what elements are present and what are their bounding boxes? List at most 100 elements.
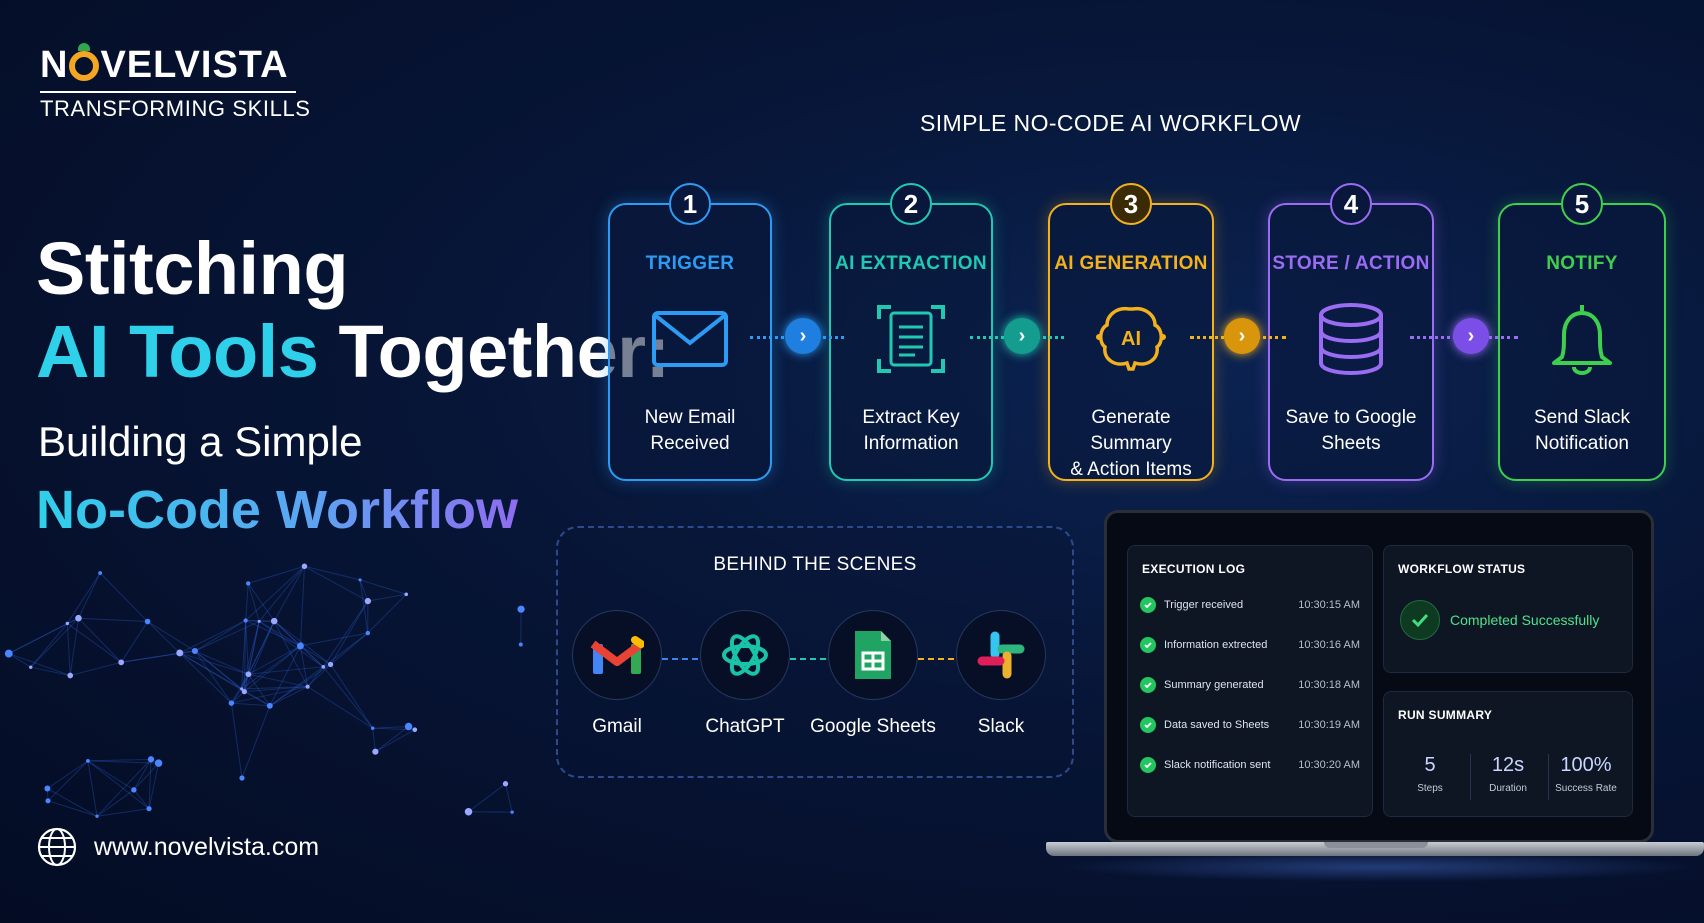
network-line [78, 617, 122, 663]
network-dot [131, 787, 137, 793]
tool-chatgpt[interactable]: ChatGPT [680, 610, 810, 738]
network-line [243, 674, 249, 692]
workflow-step-ai-generation[interactable]: 3 AI GENERATION AI Generate Summary& Act… [1048, 183, 1214, 483]
network-dot [301, 563, 308, 570]
headline-gradient-line: No-Code Workflow [36, 480, 518, 540]
stat-value: 12s [1491, 754, 1525, 776]
behind-the-scenes-panel: BEHIND THE SCENES Gmail Cha [556, 526, 1074, 778]
network-dot [44, 785, 51, 792]
network-line [468, 783, 506, 813]
network-dot [86, 759, 90, 763]
network-line [231, 686, 308, 704]
network-line [194, 650, 232, 704]
bell-icon [1552, 305, 1612, 375]
status-text: Completed Successfully [1450, 612, 1600, 628]
network-line [230, 673, 249, 704]
website-link[interactable]: www.novelvista.com [36, 826, 319, 868]
network-line [47, 800, 98, 817]
network-line [367, 593, 407, 634]
headline-line-2: AI Tools Together: [36, 309, 670, 394]
workflow-status-title: WORKFLOW STATUS [1398, 562, 1526, 576]
network-dot [404, 592, 409, 597]
step-description-line-1: Save to Google [1285, 407, 1417, 428]
tool-slack[interactable]: Slack [936, 610, 1066, 738]
network-dot [240, 687, 244, 691]
network-line [47, 788, 98, 817]
log-row: Summary generated 10:30:18 AM [1140, 674, 1360, 696]
network-line [269, 686, 308, 707]
log-row: Data saved to Sheets 10:30:19 AM [1140, 714, 1360, 736]
network-line [304, 565, 369, 602]
ai-brain-icon: AI [1096, 306, 1166, 371]
network-line [147, 621, 196, 652]
log-row: Information extrected 10:30:16 AM [1140, 634, 1360, 656]
laptop-screen: EXECUTION LOG Trigger received 10:30:15 … [1104, 510, 1654, 843]
status-indicator: Completed Successfully [1400, 600, 1599, 640]
network-line [300, 645, 324, 668]
network-line [30, 666, 71, 676]
network-line [247, 583, 275, 622]
network-dot [243, 618, 248, 623]
logo-text-suffix: VELVISTA [100, 44, 289, 86]
network-line [248, 666, 324, 675]
laptop-base [1046, 842, 1704, 856]
network-line [87, 760, 98, 817]
step-number-badge: 2 [890, 183, 932, 225]
log-time: 10:30:15 AM [1298, 599, 1360, 611]
network-line [148, 763, 160, 809]
network-line [359, 579, 369, 602]
google-sheets-icon [828, 610, 918, 700]
behind-the-scenes-title: BEHIND THE SCENES [713, 554, 917, 575]
network-line [359, 579, 369, 634]
network-line [96, 808, 150, 817]
network-line [179, 652, 232, 704]
tool-google-sheets[interactable]: Google Sheets [808, 610, 938, 738]
network-line [273, 620, 331, 665]
network-line [179, 620, 246, 654]
tool-name: Gmail [592, 716, 642, 737]
stat-divider [1548, 754, 1549, 800]
network-line [299, 566, 305, 646]
log-text: Data saved to Sheets [1164, 719, 1270, 731]
network-line [300, 632, 368, 647]
step-label: STORE / ACTION [1272, 253, 1430, 274]
headline-title: Stitching AI Tools Together: [36, 227, 670, 394]
network-dot [245, 671, 252, 678]
network-dot [241, 689, 247, 695]
tool-gmail[interactable]: Gmail [552, 610, 682, 738]
run-summary-panel: RUN SUMMARY 5 Steps 12s Duration 100% Su… [1383, 691, 1633, 817]
network-line [179, 652, 245, 693]
log-time: 10:30:18 AM [1298, 679, 1360, 691]
network-line [121, 652, 180, 663]
tool-name: ChatGPT [705, 716, 785, 737]
tool-name: Google Sheets [810, 716, 936, 737]
network-dot [45, 798, 51, 804]
network-line [330, 632, 369, 665]
stat-duration: 12s Duration [1470, 754, 1546, 794]
network-line [299, 645, 309, 687]
step-description-line-2: & Action Items [1070, 459, 1192, 480]
network-line [330, 664, 374, 729]
stat-label: Success Rate [1555, 783, 1617, 794]
database-icon [1319, 303, 1383, 376]
network-dot [176, 649, 184, 657]
envelope-icon [652, 311, 728, 367]
stat-success-rate: 100% Success Rate [1548, 754, 1624, 794]
step-description: Generate Summary& Action Items [1056, 405, 1206, 483]
step-label: TRIGGER [645, 253, 735, 274]
network-line [245, 620, 249, 675]
network-line [194, 650, 245, 693]
network-line [133, 759, 152, 791]
network-dot [118, 659, 125, 666]
headline-highlight: AI Tools [36, 309, 319, 393]
gmail-icon [572, 610, 662, 700]
workflow-status-panel: WORKFLOW STATUS Completed Successfully [1383, 545, 1633, 673]
network-line [258, 565, 305, 622]
logo-tagline: TRANSFORMING SKILLS [40, 96, 311, 121]
